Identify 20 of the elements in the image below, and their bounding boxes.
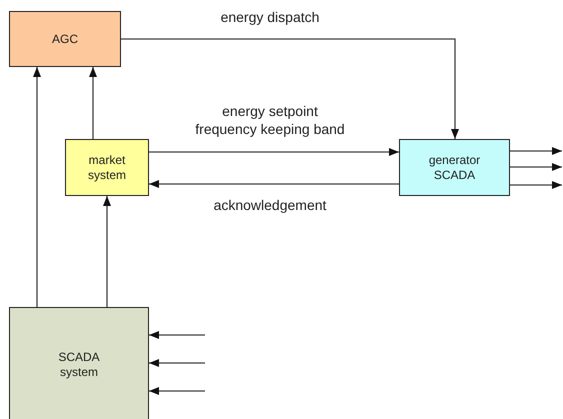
arrow <box>89 67 97 139</box>
node-label: AGC <box>52 32 78 46</box>
arrow <box>510 147 562 155</box>
node-label: SCADA system <box>57 350 101 380</box>
arrow <box>149 148 399 156</box>
arrow <box>149 331 205 339</box>
arrow <box>149 180 399 188</box>
node-label: market system <box>86 152 127 182</box>
arrow <box>33 67 41 307</box>
process-box <box>9 307 149 419</box>
arrow <box>149 359 205 367</box>
process-box <box>399 139 510 196</box>
arrow <box>121 38 459 139</box>
arrow <box>510 181 562 189</box>
process-box <box>9 11 121 67</box>
process-box <box>65 139 149 196</box>
arrow <box>510 163 562 171</box>
arrow <box>103 196 111 307</box>
arrow <box>149 387 205 395</box>
node-label: generator SCADA <box>428 152 482 182</box>
